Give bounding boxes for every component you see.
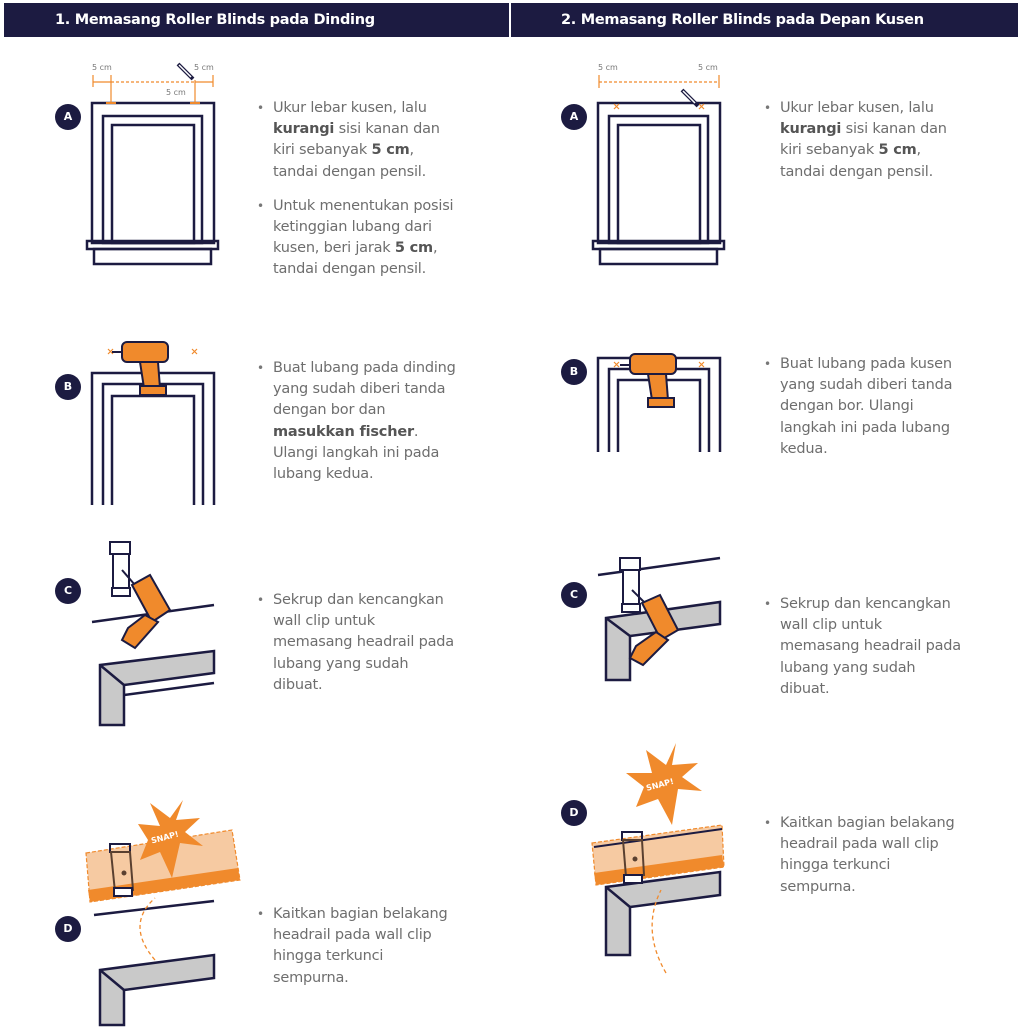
drill-wall-illustration <box>90 341 216 505</box>
pencil-icon <box>680 88 700 108</box>
step-badge-a: A <box>561 104 587 130</box>
dimension-label: 5 cm <box>698 63 718 72</box>
dimension-label: 5 cm <box>166 88 186 97</box>
screw-clip-illustration <box>597 556 722 682</box>
headrail-snap-illustration: SNAP! <box>591 743 725 974</box>
step-d-instructions: Kaitkan bagian belakang headrail pada wa… <box>257 904 457 1002</box>
step-badge-d: D <box>561 800 587 826</box>
step-a-instructions: Ukur lebar kusen, lalu kurangi sisi kana… <box>257 98 457 294</box>
headrail-snap-illustration: SNAP! <box>85 800 241 1027</box>
instruction-bullet: Ukur lebar kusen, lalu kurangi sisi kana… <box>257 98 457 183</box>
measurement-lines-icon <box>92 75 214 104</box>
step-badge-b: B <box>561 359 587 385</box>
window-measure-illustration: 5 cm 5 cm 5 cm <box>85 62 220 266</box>
step-d-instructions: Kaitkan bagian belakang headrail pada wa… <box>764 813 964 911</box>
step-badge-c: C <box>55 578 81 604</box>
dimension-label: 5 cm <box>92 63 112 72</box>
drill-frame-illustration <box>596 353 722 452</box>
arrow-icon <box>139 897 156 961</box>
pencil-icon <box>176 62 195 81</box>
wall-clip-icon <box>109 541 131 597</box>
step-b-instructions: Buat lubang pada kusen yang sudah diberi… <box>764 354 964 473</box>
step-badge-a: A <box>55 104 81 130</box>
step-badge-c: C <box>561 582 587 608</box>
dimension-label: 5 cm <box>598 63 618 72</box>
step-badge-d: D <box>55 916 81 942</box>
section-title-wall: 1. Memasang Roller Blinds pada Dinding <box>4 3 509 37</box>
step-b-instructions: Buat lubang pada dinding yang sudah dibe… <box>257 358 457 498</box>
step-c-instructions: Sekrup dan kencangkan wall clip untuk me… <box>764 594 964 713</box>
arrow-icon <box>651 889 667 974</box>
drill-icon <box>620 353 677 408</box>
instruction-bullet: Sekrup dan kencangkan wall clip untuk me… <box>764 594 964 700</box>
snap-burst-icon: SNAP! <box>138 800 203 878</box>
instruction-bullet: Kaitkan bagian belakang headrail pada wa… <box>764 813 964 898</box>
drill-icon <box>120 569 172 650</box>
wall-clip-icon <box>621 831 646 884</box>
section-title-frame: 2. Memasang Roller Blinds pada Depan Kus… <box>511 3 1018 37</box>
step-badge-b: B <box>55 374 81 400</box>
instruction-bullet: Ukur lebar kusen, lalu kurangi sisi kana… <box>764 98 964 183</box>
drill-icon <box>112 341 169 396</box>
instruction-bullet: Untuk menentukan posisi ketinggian luban… <box>257 196 457 281</box>
step-a-instructions: Ukur lebar kusen, lalu kurangi sisi kana… <box>764 98 964 196</box>
instruction-bullet: Sekrup dan kencangkan wall clip untuk me… <box>257 590 457 696</box>
measurement-lines-icon <box>598 75 720 110</box>
instruction-bullet: Buat lubang pada dinding yang sudah dibe… <box>257 358 457 485</box>
screw-clip-illustration <box>91 541 216 727</box>
wall-clip-icon <box>619 557 641 613</box>
step-c-instructions: Sekrup dan kencangkan wall clip untuk me… <box>257 590 457 709</box>
window-measure-illustration: 5 cm 5 cm <box>591 63 726 266</box>
dimension-label: 5 cm <box>194 63 214 72</box>
snap-burst-icon: SNAP! <box>626 743 702 825</box>
instruction-bullet: Kaitkan bagian belakang headrail pada wa… <box>257 904 457 989</box>
wall-clip-icon <box>109 843 135 897</box>
drill-icon <box>628 589 680 667</box>
instruction-bullet: Buat lubang pada kusen yang sudah diberi… <box>764 354 964 460</box>
